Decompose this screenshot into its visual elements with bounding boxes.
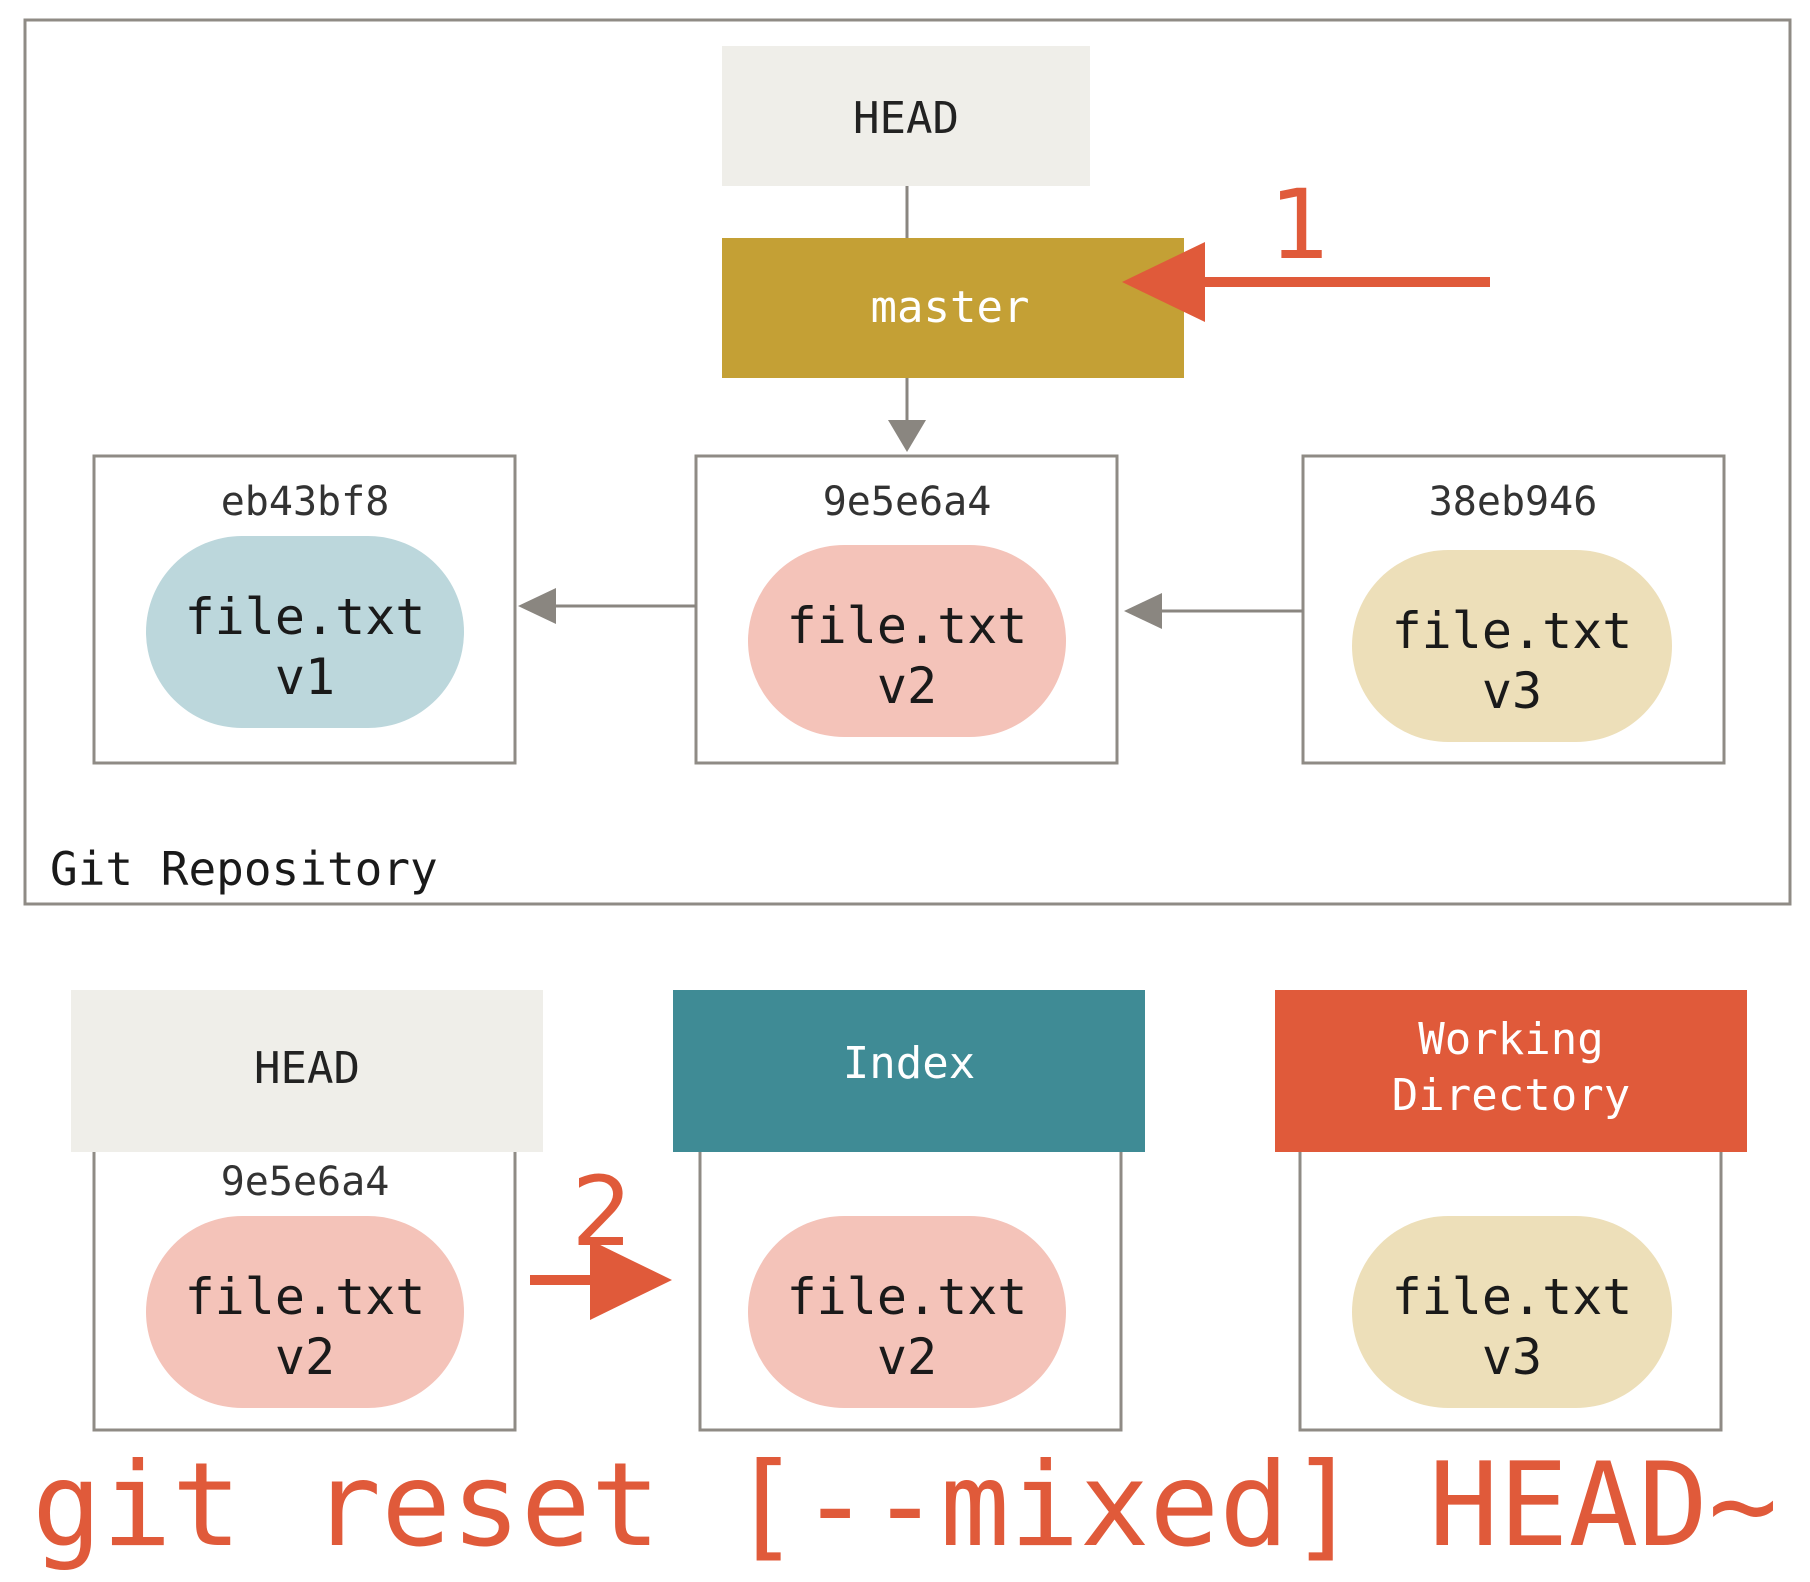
file-blob-v3 <box>1352 1216 1672 1408</box>
head-area-hash: 9e5e6a4 <box>221 1159 390 1205</box>
file-name: file.txt <box>185 588 426 646</box>
commit-hash: 9e5e6a4 <box>823 479 992 525</box>
step2-marker: 2 <box>571 1156 632 1268</box>
master-branch-box <box>722 238 1184 378</box>
repo-head-label: HEAD <box>853 93 959 144</box>
file-version: v2 <box>877 657 937 715</box>
file-name: file.txt <box>787 597 1028 655</box>
working-directory-label-line2: Directory <box>1392 1070 1630 1121</box>
git-repository-label: Git Repository <box>50 842 438 896</box>
step2-arrowhead <box>590 1240 672 1320</box>
file-version: v1 <box>275 648 335 706</box>
index-area-header <box>673 990 1145 1152</box>
file-version: v3 <box>1482 1328 1542 1386</box>
step1-marker: 1 <box>1269 169 1330 281</box>
file-version: v2 <box>877 1328 937 1386</box>
file-blob-v2 <box>748 545 1066 737</box>
commit-hash: eb43bf8 <box>221 479 390 525</box>
file-blob-v2 <box>146 1216 464 1408</box>
file-name: file.txt <box>787 1268 1028 1326</box>
step1-arrowhead <box>1122 242 1205 322</box>
working-directory-area-header <box>1275 990 1747 1152</box>
file-name: file.txt <box>185 1268 426 1326</box>
parent-arrowhead <box>1124 593 1162 629</box>
file-version: v3 <box>1482 662 1542 720</box>
git-repository-frame <box>23 18 1792 906</box>
repo-head-box <box>722 46 1090 186</box>
commit-hash: 38eb946 <box>1429 479 1598 525</box>
parent-arrowhead <box>518 588 556 624</box>
head-area-label: HEAD <box>254 1043 360 1094</box>
master-branch-label: master <box>871 282 1030 333</box>
command-text: git reset [--mixed] HEAD~ <box>32 1438 1778 1573</box>
head-area-header <box>71 990 543 1152</box>
file-blob-v3 <box>1352 550 1672 742</box>
file-blob-v1 <box>146 536 464 728</box>
file-name: file.txt <box>1392 1268 1633 1326</box>
file-name: file.txt <box>1392 602 1633 660</box>
working-directory-label-line1: Working <box>1418 1014 1603 1065</box>
master-to-commit-arrowhead <box>888 420 926 452</box>
file-version: v2 <box>275 1328 335 1386</box>
file-blob-v2 <box>748 1216 1066 1408</box>
index-area-label: Index <box>843 1038 975 1089</box>
